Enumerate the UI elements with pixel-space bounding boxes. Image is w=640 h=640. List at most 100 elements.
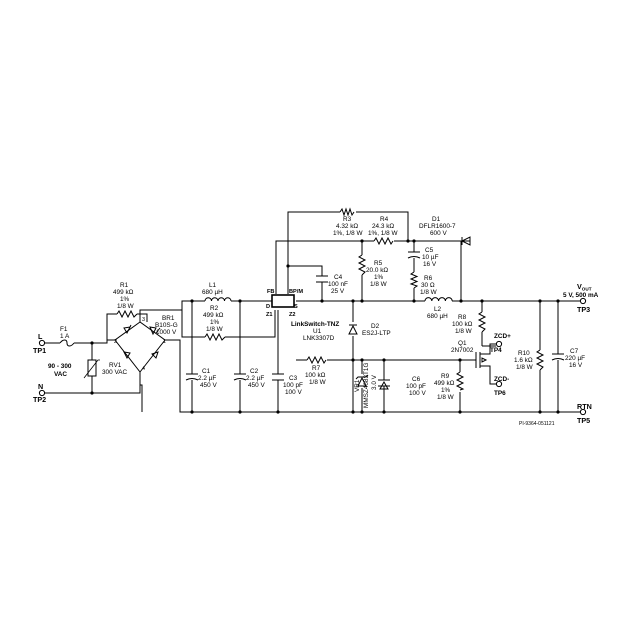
output-rating: 5 V, 500 mA bbox=[563, 292, 599, 299]
r8-designator: R8 bbox=[458, 314, 467, 321]
r5-power: 1/8 W bbox=[370, 281, 388, 288]
r7-designator: R7 bbox=[312, 365, 321, 372]
vr1-part: MMSZ4683T1G bbox=[363, 363, 370, 408]
r6-value: 30 Ω bbox=[421, 282, 435, 289]
output-tp3-label: TP3 bbox=[577, 305, 590, 314]
diode-d1-symbol bbox=[452, 236, 471, 246]
br1-voltage: 1000 V bbox=[156, 329, 177, 336]
zcd-tp6-label: TP6 bbox=[494, 390, 506, 397]
test-points bbox=[38, 297, 587, 416]
c3-value: 100 pF bbox=[283, 382, 303, 389]
capacitor-c2-symbol bbox=[233, 373, 247, 381]
d1-designator: D1 bbox=[432, 216, 441, 223]
input-l-label: L bbox=[38, 332, 43, 341]
r1-power: 1/8 W bbox=[117, 303, 135, 310]
r1-tolerance: 1% bbox=[120, 296, 130, 303]
r3-rating: 1%, 1/8 W bbox=[333, 230, 363, 237]
d2-designator: D2 bbox=[371, 323, 380, 330]
fuse-f1-symbol bbox=[59, 339, 75, 347]
junction-dots bbox=[90, 239, 560, 414]
resistor-r6-symbol bbox=[409, 271, 419, 289]
r8-value: 100 kΩ bbox=[452, 321, 473, 328]
ic-pin-d: D bbox=[266, 304, 270, 310]
r2-tolerance: 1% bbox=[210, 319, 220, 326]
resistor-r4-symbol bbox=[373, 236, 394, 246]
c4-value: 100 nF bbox=[328, 281, 348, 288]
ic-designator: U1 bbox=[313, 328, 322, 335]
c1-voltage: 450 V bbox=[200, 382, 217, 389]
c7-voltage: 16 V bbox=[569, 362, 583, 369]
r6-designator: R6 bbox=[424, 275, 433, 282]
output-v-sub: OUT bbox=[582, 287, 592, 292]
rv1-value: 300 VAC bbox=[102, 369, 127, 376]
ic-family-name: LinkSwitch-TNZ bbox=[291, 321, 339, 328]
l1-designator: L1 bbox=[209, 282, 217, 289]
ic-pin-s: S bbox=[294, 304, 298, 310]
f1-designator: F1 bbox=[60, 326, 68, 333]
r9-power: 1/8 W bbox=[437, 394, 455, 401]
r5-designator: R5 bbox=[374, 260, 383, 267]
output-rtn-label: RTN bbox=[577, 402, 592, 411]
r2-value: 499 kΩ bbox=[203, 312, 224, 319]
ic-pin-z1: Z1 bbox=[266, 312, 273, 318]
c4-designator: C4 bbox=[334, 274, 343, 281]
varistor-rv1-symbol bbox=[83, 359, 100, 379]
capacitor-c4-symbol bbox=[316, 275, 328, 283]
ic-pin-z2: Z2 bbox=[289, 312, 296, 318]
r6-power: 1/8 W bbox=[420, 289, 438, 296]
capacitor-c6-symbol bbox=[378, 379, 390, 390]
r10-designator: R10 bbox=[518, 350, 530, 357]
bridge-rectifier-symbol bbox=[123, 324, 161, 360]
c5-designator: C5 bbox=[425, 247, 434, 254]
c6-value: 100 pF bbox=[406, 383, 426, 390]
schematic-part-number: PI-9364-051121 bbox=[519, 421, 555, 427]
c7-designator: C7 bbox=[570, 348, 579, 355]
output-v-main: V bbox=[577, 282, 582, 291]
q1-part: 2N7002 bbox=[451, 347, 474, 354]
br1-pin-2: 2 bbox=[114, 339, 117, 345]
output-v-label: VOUT bbox=[577, 282, 592, 292]
diode-d2-symbol bbox=[348, 324, 358, 335]
br1-pin-1: 1 bbox=[163, 339, 166, 345]
r10-value: 1.6 kΩ bbox=[514, 357, 533, 364]
capacitor-c7-symbol bbox=[551, 353, 565, 361]
r1-value: 499 kΩ bbox=[113, 289, 134, 296]
inductor-l1-symbol bbox=[204, 297, 232, 302]
vr1-voltage: 3.0 V bbox=[371, 374, 378, 390]
zener-vr1-symbol bbox=[355, 374, 369, 387]
resistor-r3-symbol bbox=[339, 207, 355, 217]
vr1-designator: VR1 bbox=[354, 379, 361, 392]
c6-designator: C6 bbox=[412, 376, 421, 383]
r9-value: 499 kΩ bbox=[434, 380, 455, 387]
c5-voltage: 16 V bbox=[423, 261, 437, 268]
br1-designator: BR1 bbox=[162, 315, 175, 322]
resistor-r5-symbol bbox=[357, 254, 367, 276]
input-tp1-label: TP1 bbox=[33, 346, 46, 355]
c1-value: 2.2 µF bbox=[198, 375, 216, 382]
c2-value: 2.2 µF bbox=[246, 375, 264, 382]
resistor-r2-symbol bbox=[204, 332, 226, 342]
input-n-label: N bbox=[38, 382, 43, 391]
resistor-r10-symbol bbox=[535, 349, 545, 371]
r4-designator: R4 bbox=[380, 216, 389, 223]
zcd-tp4-label: TP4 bbox=[490, 347, 502, 354]
f1-value: 1 A bbox=[60, 333, 70, 340]
q1-designator: Q1 bbox=[458, 340, 467, 347]
r9-designator: R9 bbox=[441, 373, 450, 380]
r3-designator: R3 bbox=[343, 216, 352, 223]
r7-power: 1/8 W bbox=[309, 379, 327, 386]
zcd-plus-label: ZCD+ bbox=[494, 333, 511, 340]
ic-part-number: LNK3307D bbox=[303, 335, 335, 342]
c1-designator: C1 bbox=[202, 368, 211, 375]
r10-power: 1/8 W bbox=[516, 364, 534, 371]
inductor-l2-symbol bbox=[424, 297, 453, 302]
ic-pin-bpm: BP/M bbox=[289, 289, 303, 295]
ic-u1-symbol bbox=[271, 294, 295, 308]
d1-voltage: 600 V bbox=[430, 230, 447, 237]
capacitor-c1-symbol bbox=[185, 373, 199, 381]
c5-value: 10 µF bbox=[422, 254, 439, 261]
c2-designator: C2 bbox=[250, 368, 259, 375]
d1-part: DFLR1600-7 bbox=[419, 223, 456, 230]
zcd-minus-label: ZCD- bbox=[494, 376, 509, 383]
